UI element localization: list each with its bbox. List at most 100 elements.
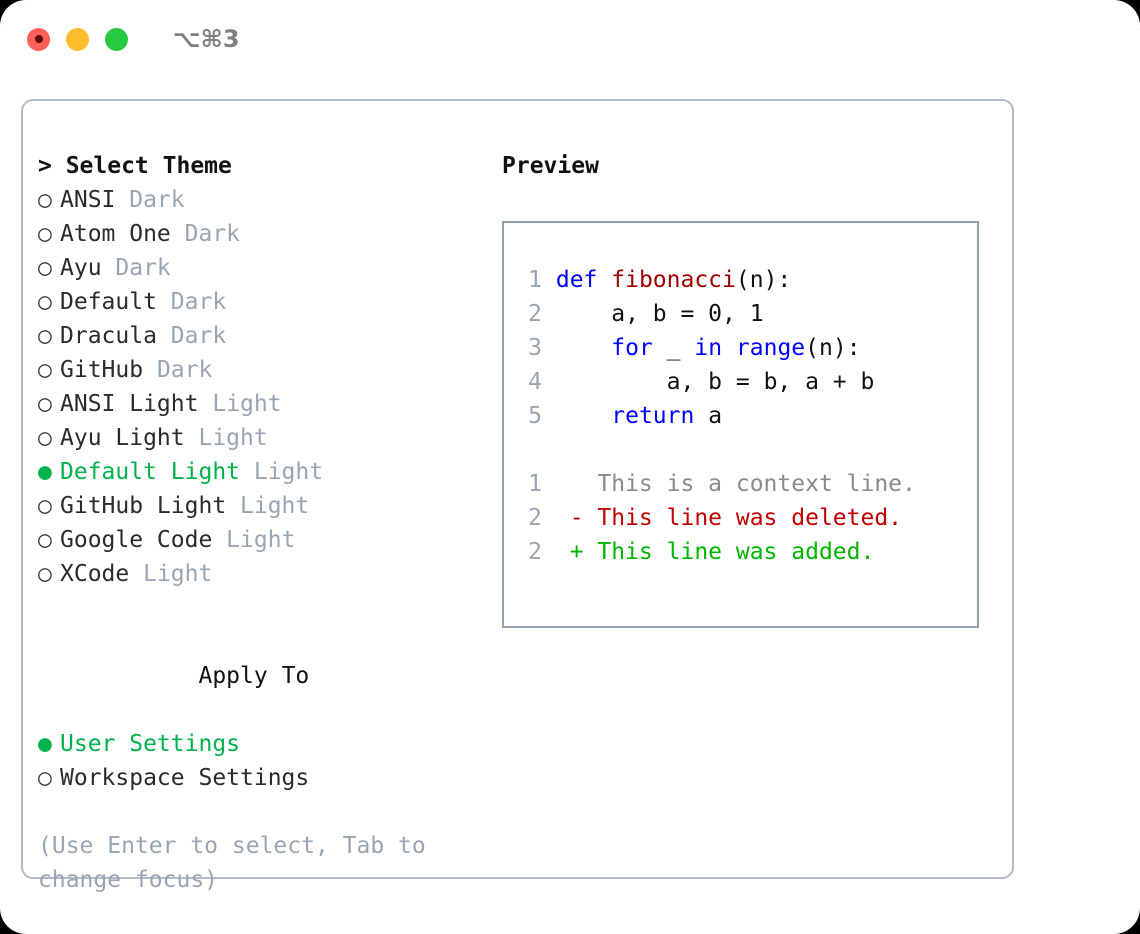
diff-line-number: 2 (528, 505, 542, 531)
radio-unselected-icon: ○ (38, 493, 52, 519)
apply-to-header: Apply To (38, 625, 488, 727)
theme-list-item[interactable]: ○ Ayu Light Light (38, 421, 488, 455)
theme-list: ○ANSI Dark○Atom One Dark○Ayu Dark○Defaul… (38, 183, 488, 591)
code-token-plain (722, 335, 736, 361)
window-title: ⌥⌘3 (173, 25, 240, 53)
diff-line: 1 This is a context line. (516, 467, 971, 501)
theme-list-header: > Select Theme (38, 153, 232, 179)
apply-to-item[interactable]: ○Workspace Settings (38, 761, 488, 795)
code-line-number: 5 (528, 403, 542, 429)
theme-name: Default (60, 289, 157, 315)
radio-unselected-icon: ○ (38, 357, 52, 383)
code-line: 2 a, b = 0, 1 (516, 297, 971, 331)
code-line-number: 1 (528, 267, 542, 293)
code-line: 3 for _ in range(n): (516, 331, 971, 365)
theme-name: Atom One (60, 221, 171, 247)
code-line: 4 a, b = b, a + b (516, 365, 971, 399)
theme-name: Default Light (60, 459, 241, 485)
theme-name: GitHub (60, 357, 144, 383)
code-line-number: 2 (528, 301, 542, 327)
theme-variant-tag: Light (226, 493, 310, 519)
code-token-plain: (n): (805, 335, 861, 361)
theme-name: Google Code (60, 527, 213, 553)
theme-list-item[interactable]: ○ Ayu Dark (38, 251, 488, 285)
theme-variant-tag: Dark (156, 289, 227, 315)
keyboard-hint: (Use Enter to select, Tab to change focu… (38, 833, 426, 893)
apply-to-list: ● User Settings ○Workspace Settings (38, 727, 488, 795)
theme-list-item[interactable]: ○ ANSI Light Light (38, 387, 488, 421)
theme-name: ANSI (60, 187, 116, 213)
code-line: 1 def fibonacci(n): (516, 263, 971, 297)
radio-unselected-icon: ○ (38, 323, 52, 349)
radio-unselected-icon: ○ (38, 425, 52, 451)
code-token-plain: a, b = b, a + b (555, 369, 875, 395)
apply-to-label: Workspace Settings (60, 765, 310, 791)
code-token-keyword: for (611, 335, 653, 361)
apply-to-item[interactable]: ● User Settings (38, 727, 488, 761)
diff-line-text: + This line was added. (542, 539, 875, 565)
code-token-plain (556, 403, 611, 429)
maximize-button-icon[interactable] (105, 27, 128, 51)
diff-line-number: 1 (528, 471, 542, 497)
theme-list-item[interactable]: ○Atom One Dark (38, 217, 488, 251)
theme-list-item[interactable]: ○ Google Code Light (38, 523, 488, 557)
title-bar: ⌥⌘3 (0, 0, 1140, 78)
theme-list-item[interactable]: ○ Dracula Dark (38, 319, 488, 353)
diff-line: 2 + This line was added. (516, 535, 971, 569)
theme-list-item[interactable]: ○ GitHub Light Light (38, 489, 488, 523)
code-line: 5 return a (516, 399, 971, 433)
theme-name: Ayu (60, 255, 102, 281)
code-token-keyword: return (611, 403, 695, 429)
code-token-plain: (n): (735, 267, 792, 293)
radio-unselected-icon: ○ (38, 187, 52, 213)
code-token-plain: a (694, 403, 723, 429)
apply-to-label: User Settings (60, 731, 241, 757)
theme-list-item[interactable]: ○ ANSI Dark (38, 183, 488, 217)
apply-to-header-label: Apply To (198, 663, 310, 689)
theme-variant-tag: Dark (170, 221, 241, 247)
theme-list-item[interactable]: ○XCode Light (38, 557, 488, 591)
diff-line-text: - This line was deleted. (542, 505, 903, 531)
theme-list-item[interactable]: ○ Default Dark (38, 285, 488, 319)
radio-selected-icon: ● (38, 731, 52, 757)
code-token-function: fibonacci (611, 267, 736, 293)
minimize-button-icon[interactable] (66, 27, 89, 51)
preview-title: Preview (502, 153, 599, 179)
theme-name: Ayu Light (60, 425, 185, 451)
theme-name: ANSI Light (60, 391, 199, 417)
code-token-keyword: range (735, 335, 806, 361)
radio-selected-icon: ● (38, 459, 52, 485)
diff-block: 1 This is a context line.2 - This line w… (516, 467, 971, 569)
code-diff-spacer (516, 433, 971, 467)
theme-variant-tag: Light (240, 459, 324, 485)
code-token-keyword: def (555, 267, 612, 293)
theme-variant-tag: Light (212, 527, 296, 553)
theme-picker-column: > Select Theme ○ANSI Dark○Atom One Dark○… (38, 149, 488, 897)
radio-unselected-icon: ○ (38, 527, 52, 553)
theme-name: XCode (60, 561, 130, 587)
preview-column: Preview 1 def fibonacci(n):2 a, b = 0, 1… (502, 149, 1002, 628)
theme-variant-tag: Dark (156, 323, 227, 349)
theme-variant-tag: Light (129, 561, 213, 587)
theme-name: Dracula (60, 323, 157, 349)
theme-variant-tag: Light (198, 391, 282, 417)
radio-unselected-icon: ○ (38, 391, 52, 417)
close-button-icon[interactable] (27, 27, 50, 51)
diff-line: 2 - This line was deleted. (516, 501, 971, 535)
code-token-plain (556, 335, 611, 361)
theme-variant-tag: Dark (115, 187, 185, 213)
theme-name: GitHub Light (60, 493, 227, 519)
theme-list-item[interactable]: ● Default Light Light (38, 455, 488, 489)
content-panel: > Select Theme ○ANSI Dark○Atom One Dark○… (21, 99, 1014, 893)
code-token-plain: _ (652, 335, 695, 361)
code-token-keyword: in (694, 335, 723, 361)
code-line-number: 3 (528, 335, 542, 361)
theme-variant-tag: Dark (143, 357, 213, 383)
theme-variant-tag: Dark (101, 255, 171, 281)
diff-line-number: 2 (528, 539, 542, 565)
radio-unselected-icon: ○ (38, 255, 52, 281)
theme-list-item[interactable]: ○ GitHub Dark (38, 353, 488, 387)
radio-unselected-icon: ○ (38, 289, 52, 315)
theme-variant-tag: Light (184, 425, 268, 451)
